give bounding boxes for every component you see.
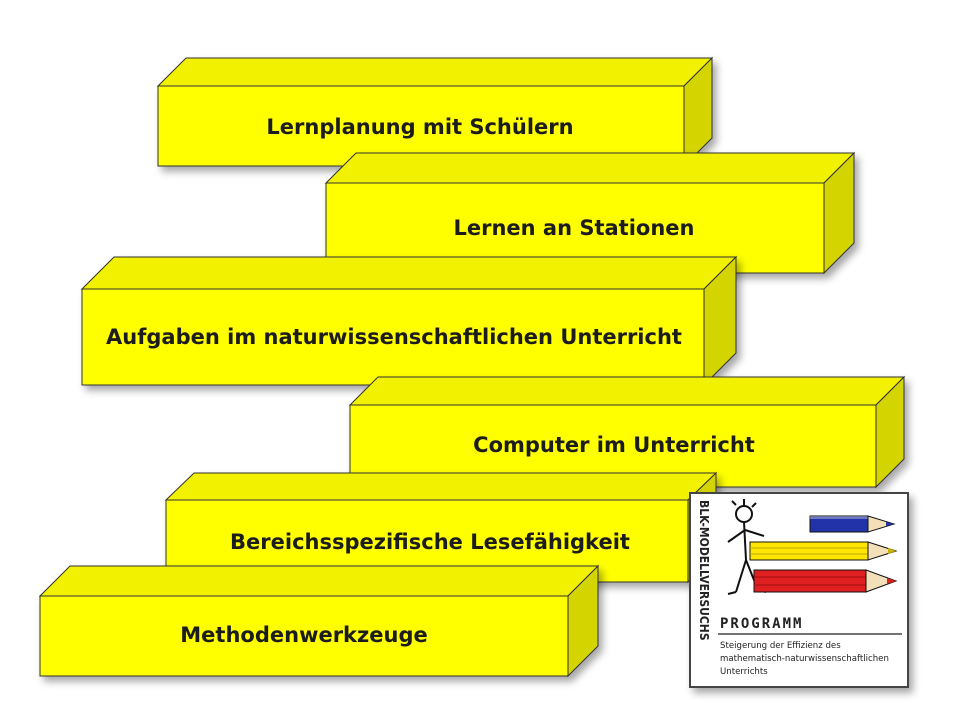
logo-line-1: Steigerung der Effizienz des <box>720 641 841 651</box>
block-top-face <box>38 565 600 597</box>
logo-vertical-text: BLK-MODELLVERSUCHS <box>697 500 711 641</box>
block-label-lernplanung: Lernplanung mit Schülern <box>266 115 573 139</box>
block-top-face <box>324 152 856 184</box>
block-front-face <box>81 288 705 386</box>
block-aufgaben: Aufgaben im naturwissenschaftlichen Unte… <box>80 255 738 387</box>
block-front-face <box>39 595 569 677</box>
yellow-pencil-icon <box>749 541 898 561</box>
blk-program-logo: BLK-MODELLVERSUCHS <box>689 492 909 688</box>
block-top-face <box>164 472 718 501</box>
logo-line-3: Unterrichts <box>720 667 768 677</box>
block-label-aufgaben: Aufgaben im naturwissenschaftlichen Unte… <box>106 325 682 349</box>
block-top-face <box>156 57 714 87</box>
block-label-computer: Computer im Unterricht <box>473 433 755 457</box>
block-lernen-stationen: Lernen an Stationen <box>324 151 856 275</box>
red-pencil-icon <box>753 569 898 593</box>
block-label-lernen-stationen: Lernen an Stationen <box>453 216 694 240</box>
logo-line-2: mathematisch-naturwissenschaftlichen <box>720 654 889 664</box>
blue-pencil-icon <box>809 515 896 533</box>
block-computer: Computer im Unterricht <box>348 375 906 489</box>
block-label-lesefaehigkeit: Bereichsspezifische Lesefähigkeit <box>230 530 630 554</box>
block-lesefaehigkeit: Bereichsspezifische Lesefähigkeit <box>164 471 718 584</box>
block-label-methodenwerkzeuge: Methodenwerkzeuge <box>180 623 427 647</box>
block-top-face <box>80 256 738 290</box>
logo-program-title: PROGRAMM <box>720 616 803 632</box>
block-lernplanung: Lernplanung mit Schülern <box>156 56 714 168</box>
block-methodenwerkzeuge: Methodenwerkzeuge <box>38 564 600 678</box>
block-top-face <box>348 376 906 406</box>
